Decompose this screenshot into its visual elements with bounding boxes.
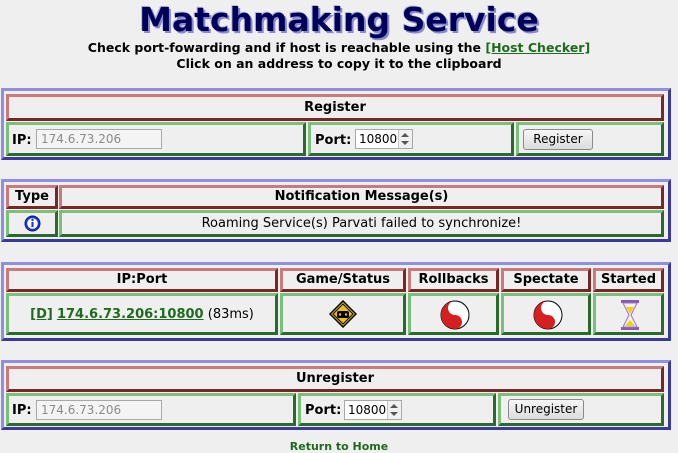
unregister-ip-label: IP: [12,403,32,418]
unregister-ip-cell: IP: 174.6.73.206 [6,393,296,426]
register-ip-input[interactable]: 174.6.73.206 [36,129,162,149]
subtitle-line-2: Click on an address to copy it to the cl… [176,56,502,71]
subtitle-text: Check port-fowarding and if host is reac… [87,40,481,55]
table-row: [D] 174.6.73.206:10800 (83ms) [9,307,275,322]
col-ipport-header: IP:Port [6,268,278,292]
col-rollbacks-header: Rollbacks [408,268,499,292]
unregister-button-cell: Unregister [498,393,664,426]
host-address-link[interactable]: 174.6.73.206:10800 [56,307,204,322]
footer: Return to Home [0,440,678,453]
spinner-arrows-icon[interactable] [398,130,412,148]
page-title: Matchmaking Service [139,0,539,39]
register-ip-cell: IP: 174.6.73.206 [6,122,306,156]
hourglass-icon [621,300,639,330]
register-port-label: Port: [315,133,352,148]
unregister-button[interactable]: Unregister [508,399,584,420]
register-port-cell: Port: 10800 [308,122,514,156]
host-latency: (83ms) [207,307,254,322]
notifications-panel: Type Notification Message(s) Roaming Ser… [1,179,671,242]
notif-message-text: Roaming Service(s) Parvati failed to syn… [201,216,522,231]
unregister-port-cell: Port: 10800 [298,393,496,426]
notif-message-cell: Roaming Service(s) Parvati failed to syn… [59,210,664,237]
register-port-value: 10800 [359,132,398,146]
host-game-cell [280,293,406,335]
subtitle-line-1: Check port-fowarding and if host is reac… [0,40,678,55]
register-panel: Register IP: 174.6.73.206 Port: 10800 Re… [1,88,671,160]
yin-yang-icon [533,300,563,330]
host-started-cell [593,293,664,335]
unregister-panel: Unregister IP: 174.6.73.206 Port: 10800 … [1,360,671,430]
host-address-cell: [D] 174.6.73.206:10800 (83ms) [6,293,278,335]
host-spectate-cell [501,293,591,335]
host-rollbacks-cell [408,293,499,335]
register-button[interactable]: Register [523,129,593,150]
hosts-panel: IP:Port Game/Status Rollbacks Spectate S… [1,262,671,341]
game-status-icon [329,300,357,328]
unregister-ip-input[interactable]: 174.6.73.206 [36,400,162,420]
host-tag-link[interactable]: [D] [30,307,53,322]
unregister-port-value: 10800 [348,403,387,417]
yin-yang-icon [440,300,470,330]
host-checker-link[interactable]: [Host Checker] [485,40,591,55]
notif-type-cell [6,210,58,237]
info-icon [24,215,41,232]
col-spectate-header: Spectate [501,268,591,292]
unregister-port-stepper[interactable]: 10800 [344,400,402,420]
register-button-cell: Register [516,122,664,156]
return-home-link[interactable]: Return to Home [289,440,389,453]
unregister-port-label: Port: [305,403,342,418]
register-heading: Register [6,94,664,121]
col-started-header: Started [593,268,664,292]
unregister-heading: Unregister [6,366,664,392]
register-ip-label: IP: [12,133,32,148]
notif-message-header: Notification Message(s) [59,185,664,209]
spinner-arrows-icon[interactable] [387,401,401,419]
register-port-stepper[interactable]: 10800 [355,129,413,149]
notif-type-header: Type [6,185,58,209]
col-game-header: Game/Status [280,268,406,292]
